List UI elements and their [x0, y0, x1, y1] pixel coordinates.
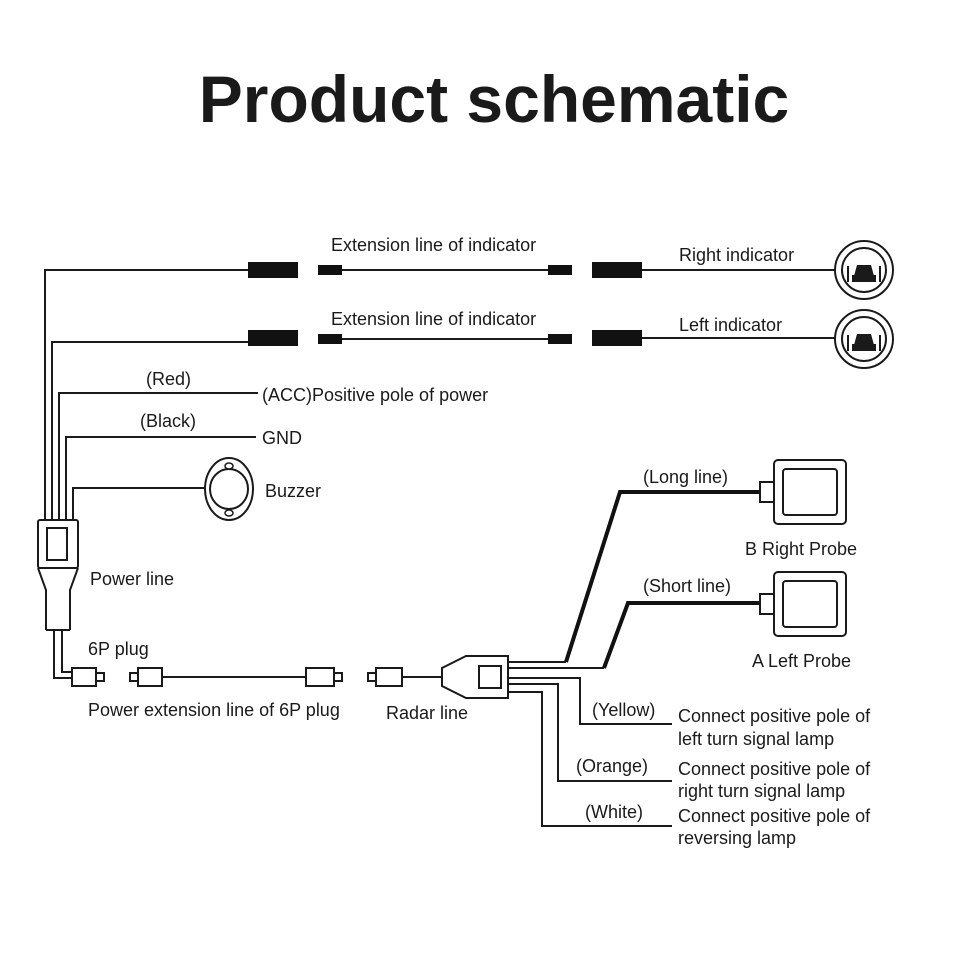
right-indicator-icon: [834, 240, 894, 300]
six-p-plug-tip: [95, 672, 105, 682]
orange-label: (Orange): [576, 756, 648, 776]
radar-line-label: Radar line: [386, 703, 468, 723]
left-indicator-icon: [834, 309, 894, 369]
orange-desc-line2: right turn signal lamp: [678, 781, 845, 801]
a-left-probe-label: A Left Probe: [752, 651, 851, 671]
yellow-label: (Yellow): [592, 700, 655, 720]
short-line-label: (Short line): [643, 576, 731, 596]
six-p-plug: [71, 667, 97, 687]
long-line-wire: [564, 490, 760, 663]
ext-indicator-label: Extension line of indicator: [331, 309, 536, 329]
connector-block: [548, 334, 572, 344]
radar-line: [367, 655, 672, 827]
orange-desc-line1: Connect positive pole of: [678, 759, 871, 779]
left-indicator-label: Left indicator: [679, 315, 782, 335]
long-line-label: (Long line): [643, 467, 728, 487]
orange-wire: [508, 683, 672, 782]
buzzer-label: Buzzer: [265, 481, 321, 501]
indicator-wire-left: [51, 341, 248, 525]
right-indicator-label: Right indicator: [679, 245, 794, 265]
right-indicator-chain: [248, 240, 894, 300]
six-p-plug-label: 6P plug: [88, 639, 149, 659]
acc-label: (ACC)Positive pole of power: [262, 385, 488, 405]
six-p-lead-2: [61, 630, 72, 673]
connector-block: [592, 330, 642, 346]
power-extension-label: Power extension line of 6P plug: [88, 700, 340, 720]
white-label: (White): [585, 802, 643, 822]
connector-block: [318, 265, 342, 275]
left-indicator-chain: [248, 309, 894, 369]
connector-block: [548, 265, 572, 275]
a-left-probe-icon: [759, 571, 847, 637]
indicator-wire-right: [44, 269, 248, 525]
connector-block: [248, 262, 298, 278]
white-desc-line2: reversing lamp: [678, 828, 796, 848]
connector-block: [248, 330, 298, 346]
gnd-label: GND: [262, 428, 302, 448]
connector-block: [318, 334, 342, 344]
black-label: (Black): [140, 411, 196, 431]
white-wire: [508, 691, 672, 827]
power-line-fuse: [46, 527, 68, 561]
power-harness: [37, 269, 258, 687]
b-right-probe-label: B Right Probe: [745, 539, 857, 559]
red-wire: [58, 392, 258, 525]
yellow-desc-line1: Connect positive pole of: [678, 706, 871, 726]
power-extension-line: [129, 667, 343, 687]
black-wire: [65, 436, 256, 525]
yellow-desc-line2: left turn signal lamp: [678, 729, 834, 749]
yellow-wire: [508, 677, 672, 725]
red-label: (Red): [146, 369, 191, 389]
buzzer-wire: [72, 487, 206, 525]
page-title: Product schematic: [199, 62, 790, 136]
buzzer-icon: [204, 457, 254, 521]
white-desc-line1: Connect positive pole of: [678, 806, 871, 826]
b-right-probe-icon: [759, 459, 847, 525]
power-line-taper: [37, 567, 79, 630]
short-line-wire: [602, 601, 760, 669]
six-p-lead-1: [53, 630, 72, 679]
radar-hub-window: [478, 665, 502, 689]
power-line-label: Power line: [90, 569, 174, 589]
ext-indicator-label: Extension line of indicator: [331, 235, 536, 255]
connector-block: [592, 262, 642, 278]
